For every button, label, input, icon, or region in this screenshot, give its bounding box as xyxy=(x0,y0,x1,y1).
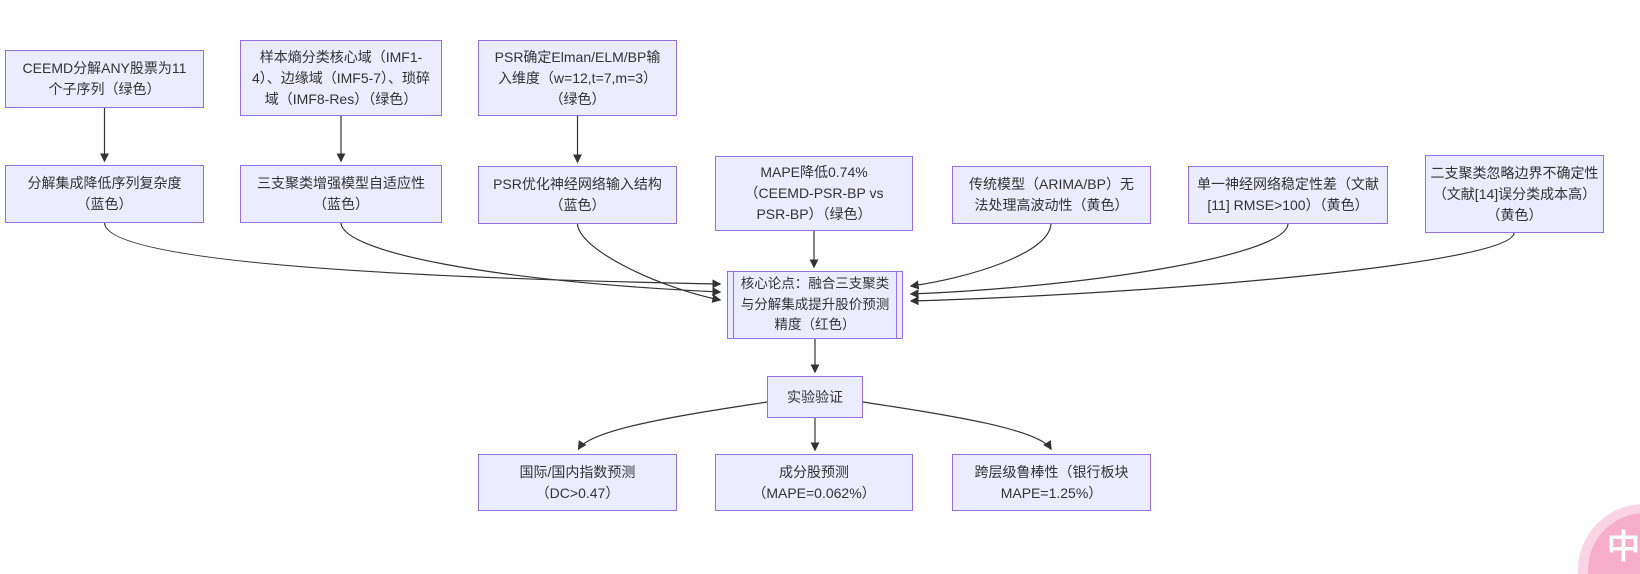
edge-twoway-to-core xyxy=(909,232,1515,306)
edge-decompose-to-core xyxy=(103,222,722,289)
edge-psrbenefit-to-core xyxy=(576,223,722,303)
edge-experiment-to-index xyxy=(577,401,768,451)
node-psr-dimension: PSR确定Elman/ELM/BP输入维度（w=12,t=7,m=3）（绿色） xyxy=(478,40,677,116)
node-single-nn-limit: 单一神经网络稳定性差（文献[11] RMSE>100）（黄色） xyxy=(1188,166,1388,224)
node-psr-benefit: PSR优化神经网络输入结构（蓝色） xyxy=(478,166,677,224)
edge-experiment-to-robustness xyxy=(862,401,1052,451)
node-three-way-benefit: 三支聚类增强模型自适应性（蓝色） xyxy=(240,165,442,223)
node-index-forecast: 国际/国内指数预测（DC>0.47） xyxy=(478,454,677,511)
node-core-thesis: 核心论点：融合三支聚类与分解集成提升股价预测精度（红色） xyxy=(727,271,903,339)
node-experiment: 实验验证 xyxy=(767,376,863,418)
node-stock-forecast: 成分股预测（MAPE=0.062%） xyxy=(715,454,913,511)
node-ceemd-decompose: CEEMD分解ANY股票为11个子序列（绿色） xyxy=(5,50,204,108)
edge-threeway-to-core xyxy=(340,222,722,297)
edge-singlenn-to-core xyxy=(909,223,1289,299)
translate-icon: 中A xyxy=(1607,528,1640,574)
node-two-way-limit: 二支聚类忽略边界不确定性（文献[14]误分类成本高）（黄色） xyxy=(1425,155,1604,233)
node-robustness: 跨层级鲁棒性（银行板块MAPE=1.25%） xyxy=(952,454,1151,511)
node-traditional-limit: 传统模型（ARIMA/BP）无法处理高波动性（黄色） xyxy=(952,166,1151,224)
node-mape-improve: MAPE降低0.74%（CEEMD-PSR-BP vs PSR-BP）（绿色） xyxy=(715,156,913,231)
edge-traditional-to-core xyxy=(909,223,1052,290)
node-decompose-benefit: 分解集成降低序列复杂度（蓝色） xyxy=(5,165,204,223)
node-sample-entropy: 样本熵分类核心域（IMF1-4）、边缘域（IMF5-7）、琐碎域（IMF8-Re… xyxy=(240,40,442,116)
